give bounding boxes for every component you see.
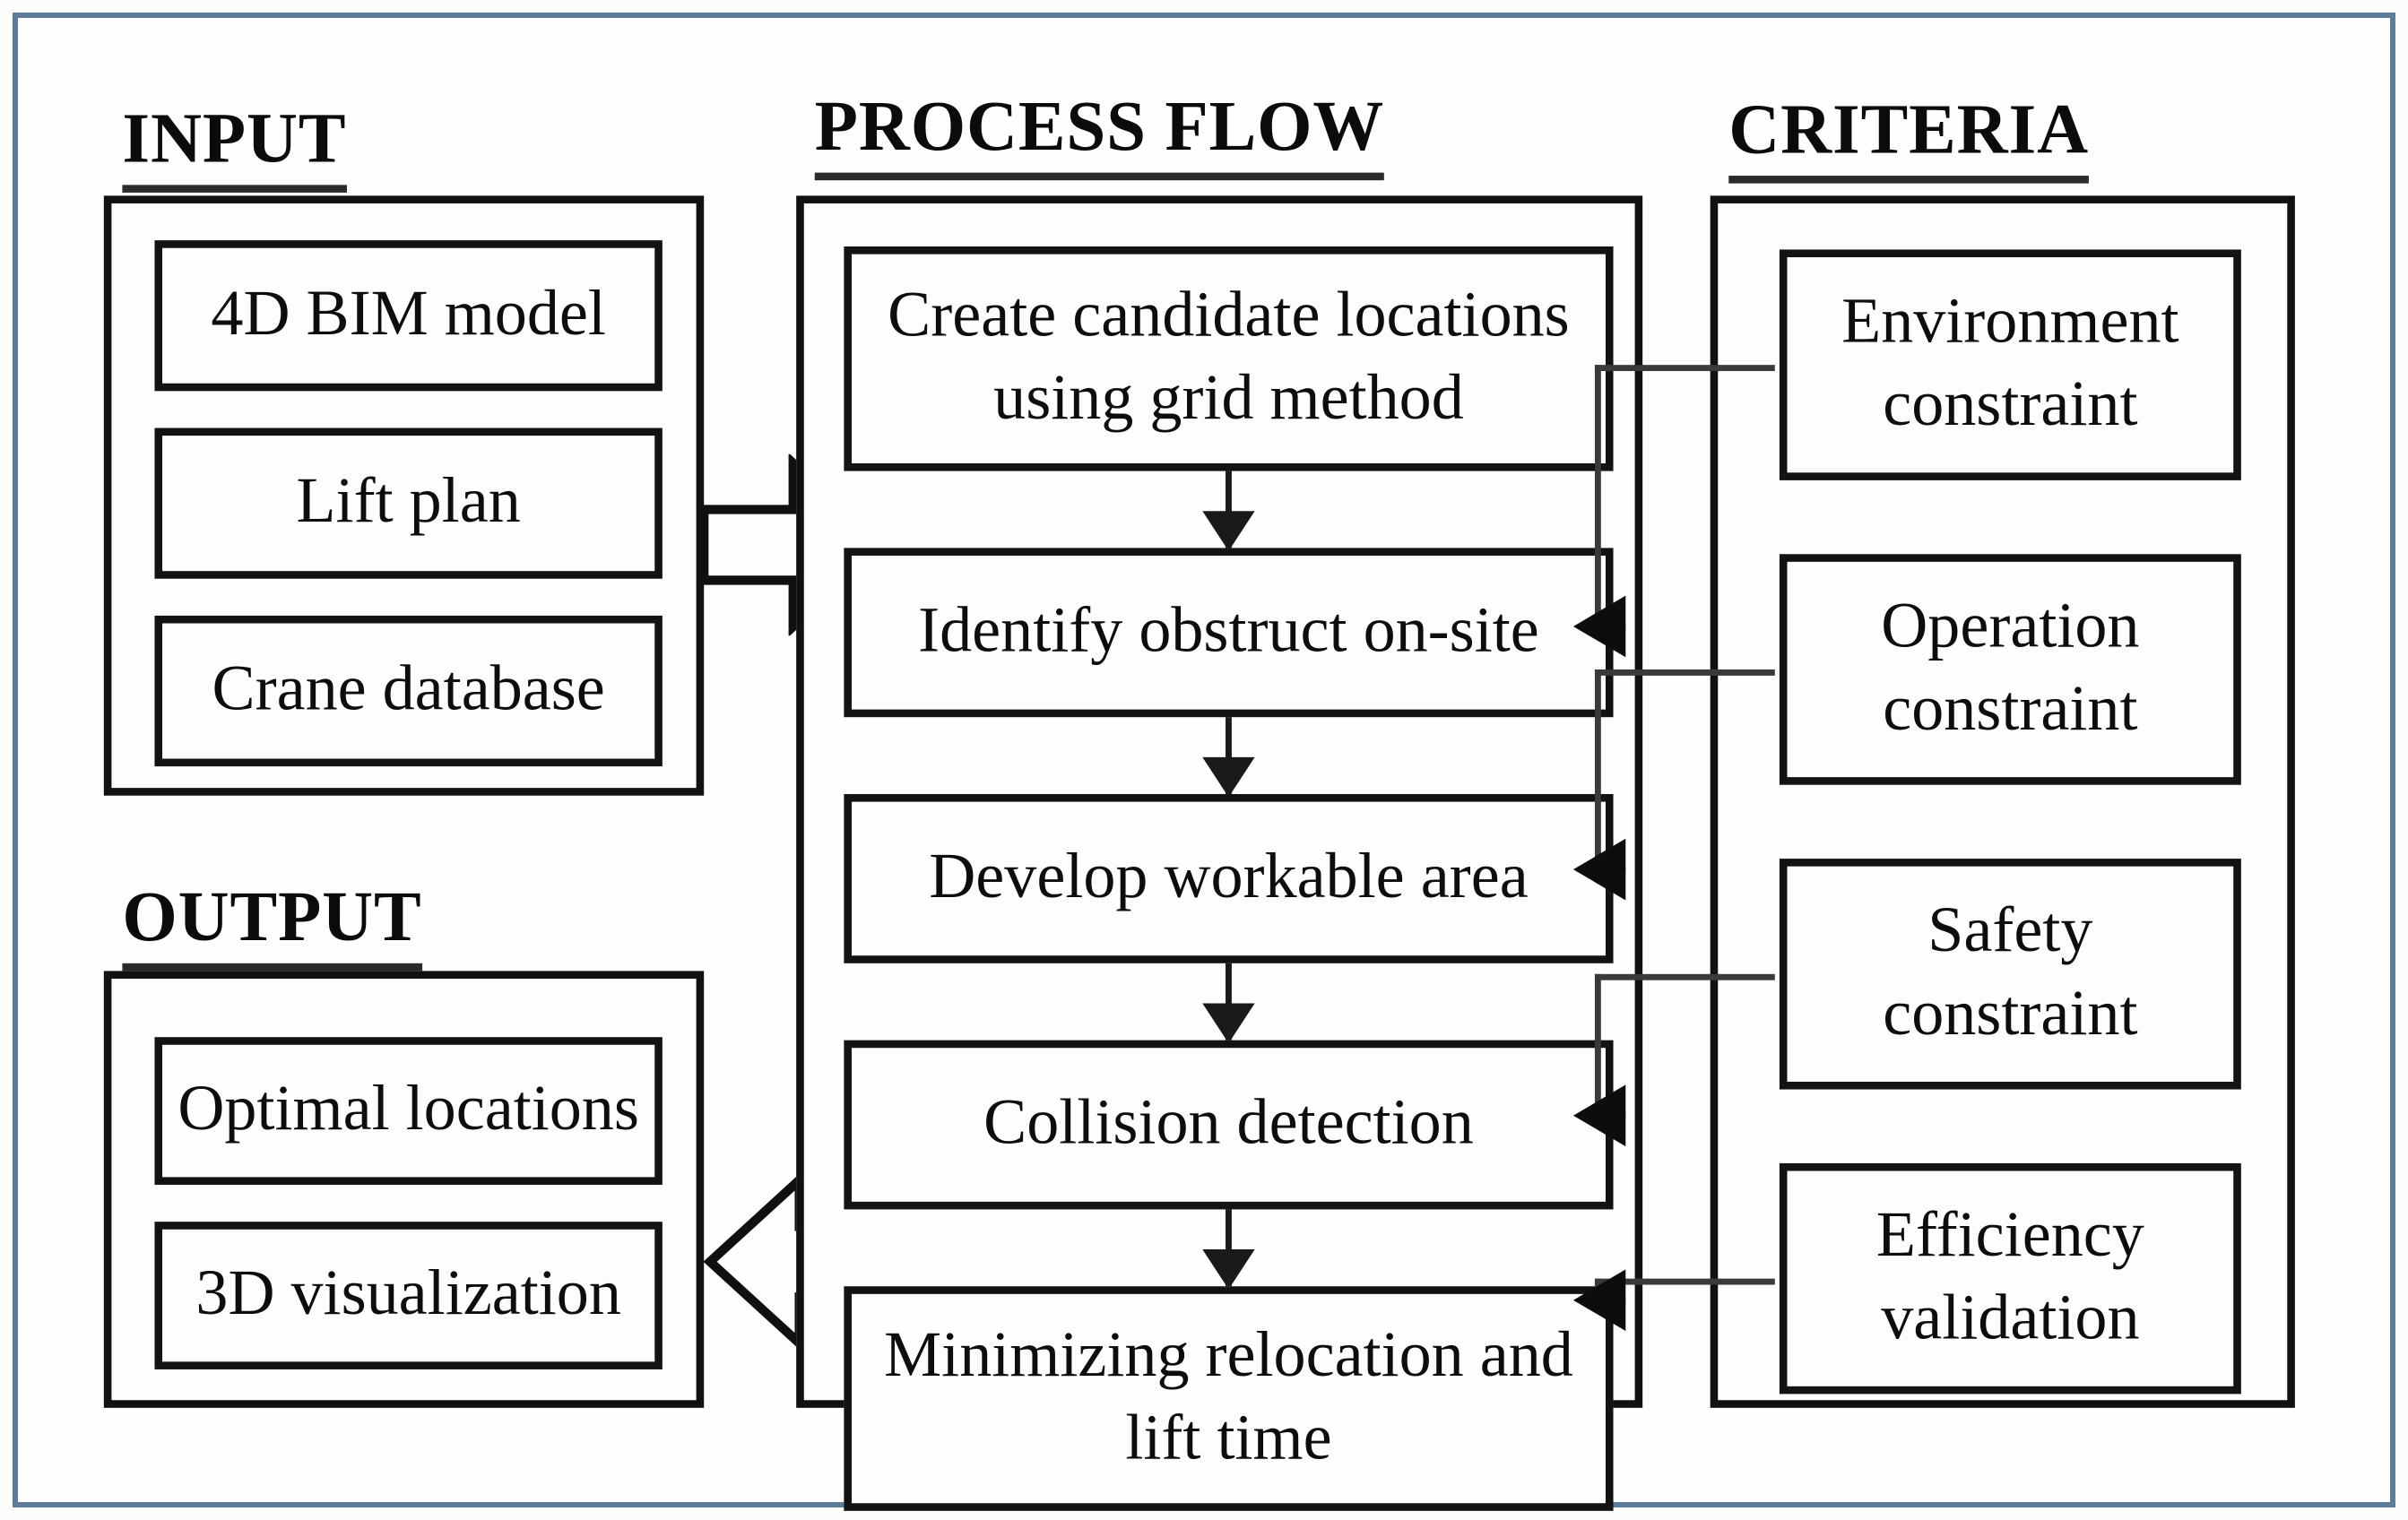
output-item-optimal-locations[interactable]: Optimal locations [154,1036,663,1185]
criteria-header-underline [1728,175,2089,184]
output-item-label: 3D visualization [195,1258,621,1330]
connector-environment-seg-top [1594,364,1775,371]
arrow-down-icon-4 [1226,1209,1232,1286]
input-item-crane-database[interactable]: Crane database [154,615,663,766]
process-step-identify-obstruct-on-site[interactable]: Identify obstruct on-site [844,548,1614,717]
criteria-item-efficiency-validation[interactable]: Efficiency validation [1779,1162,2241,1395]
output-header-underline [122,963,422,972]
input-item-lift-plan[interactable]: Lift plan [154,428,663,579]
output-item-3d-visualization[interactable]: 3D visualization [154,1221,663,1369]
process-step-develop-workable-area[interactable]: Develop workable area [844,793,1614,963]
criteria-item-label: Environment constraint [1841,286,2179,440]
section-title-criteria: CRITERIA [1728,93,2089,184]
connector-operation-arrowhead-icon [1572,838,1626,901]
criteria-item-safety-constraint[interactable]: Safety constraint [1779,858,2241,1090]
process-step-create-candidate-locations[interactable]: Create candidate locations using grid me… [844,246,1614,471]
input-item-label: Lift plan [296,466,521,538]
image-frame: INPUT 4D BIM model Lift plan Crane datab… [13,13,2395,1511]
connector-environment-arrowhead-icon [1572,595,1626,658]
input-item-4d-bim-model[interactable]: 4D BIM model [154,239,663,392]
connector-safety-arrowhead-icon [1572,1084,1626,1146]
connector-operation-seg-top [1594,669,1775,676]
connector-efficiency-arrowhead-icon [1572,1269,1626,1331]
connector-efficiency-seg-top [1594,1278,1775,1285]
input-header-text: INPUT [122,98,347,177]
section-title-input: INPUT [122,102,347,193]
criteria-container: Environment constraint Operation constra… [1710,195,2295,1408]
criteria-item-environment-constraint[interactable]: Environment constraint [1779,249,2241,480]
diagram-surface: INPUT 4D BIM model Lift plan Crane datab… [27,29,2381,1511]
connector-operation-seg-mid [1594,669,1601,873]
connector-safety-seg-top [1594,973,1775,980]
output-header-text: OUTPUT [122,877,422,955]
section-title-output: OUTPUT [122,881,422,972]
process-header-underline [814,172,1385,180]
process-step-label: Develop workable area [929,842,1529,913]
output-item-label: Optimal locations [178,1074,639,1145]
process-step-label: Identify obstruct on-site [918,595,1539,667]
output-container: Optimal locations 3D visualization [103,971,705,1408]
criteria-item-operation-constraint[interactable]: Operation constraint [1779,554,2241,785]
process-flow-container: Create candidate locations using grid me… [796,195,1643,1511]
arrow-down-icon-2 [1226,716,1232,794]
input-header-underline [122,185,347,193]
criteria-item-label: Efficiency validation [1875,1200,2144,1354]
process-step-label: Collision detection [983,1087,1474,1159]
section-title-process-flow: PROCESS FLOW [814,91,1385,180]
process-step-minimizing-relocation-and-lift-time[interactable]: Minimizing relocation and lift time [844,1285,1614,1511]
process-header-text: PROCESS FLOW [814,86,1385,165]
input-item-label: 4D BIM model [211,278,606,350]
criteria-item-label: Safety constraint [1883,895,2138,1049]
process-step-label: Create candidate locations using grid me… [888,280,1570,435]
arrow-down-icon-3 [1226,963,1232,1041]
process-step-label: Minimizing relocation and lift time [884,1320,1573,1474]
input-container: 4D BIM model Lift plan Crane database [103,195,705,796]
process-step-collision-detection[interactable]: Collision detection [844,1040,1614,1210]
input-item-label: Crane database [212,653,605,725]
connector-environment-seg-mid [1594,364,1601,630]
connector-safety-seg-mid [1594,973,1601,1118]
criteria-header-text: CRITERIA [1728,89,2089,168]
criteria-item-label: Operation constraint [1881,591,2140,745]
arrow-down-icon-1 [1226,471,1232,548]
